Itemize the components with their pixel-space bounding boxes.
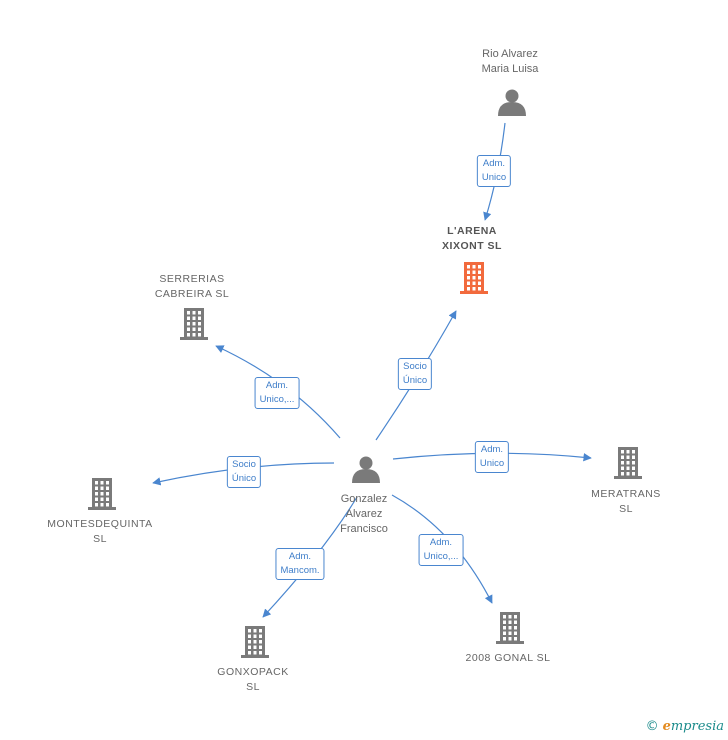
node-label-line: MERATRANS bbox=[591, 488, 661, 500]
node-label-gonxopack[interactable]: GONXOPACK SL bbox=[217, 665, 288, 695]
edge-label-line: Adm. bbox=[288, 551, 312, 562]
footer-brand[interactable]: ©empresia bbox=[646, 719, 724, 734]
node-label-gonal[interactable]: 2008 GONAL SL bbox=[466, 651, 551, 666]
edge-label-line: Único bbox=[402, 375, 428, 386]
node-label-line: Rio Alvarez bbox=[482, 48, 538, 60]
edge-label-gonal[interactable]: Adm. Unico,... bbox=[418, 534, 464, 566]
edge-label-line: Unico,... bbox=[259, 394, 295, 405]
edge-label-line: Adm. bbox=[480, 444, 504, 455]
node-label-larena[interactable]: L'ARENA XIXONT SL bbox=[442, 224, 502, 254]
edge-label-line: Adm. bbox=[429, 537, 453, 548]
brand-name: mpresia bbox=[670, 719, 724, 734]
node-label-line: L'ARENA bbox=[447, 225, 497, 237]
building-icon-larena[interactable] bbox=[460, 262, 488, 294]
edge-label-meratrans[interactable]: Adm. Unico bbox=[474, 441, 510, 473]
node-label-line: CABREIRA SL bbox=[154, 288, 230, 300]
building-icon-serrerias[interactable] bbox=[180, 308, 208, 340]
edge-label-line: Socio bbox=[403, 361, 427, 372]
edge-label-larena[interactable]: Adm. Unico bbox=[476, 155, 512, 187]
edge-label-line: Unico,... bbox=[423, 551, 459, 562]
node-label-line: SERRERIAS bbox=[159, 273, 225, 285]
node-label-meratrans[interactable]: MERATRANS SL bbox=[591, 487, 661, 517]
node-label-line: Francisco bbox=[340, 523, 388, 535]
node-label-line: Gonzalez bbox=[340, 493, 388, 505]
brand-e: e bbox=[662, 719, 671, 734]
node-label-line: SL bbox=[619, 503, 633, 515]
edge-label-line: Adm. bbox=[482, 158, 506, 169]
edge-label-line: Único bbox=[231, 473, 257, 484]
edge-label-line: Adm. bbox=[265, 380, 289, 391]
node-label-line: XIXONT SL bbox=[442, 240, 502, 252]
copyright-symbol: © bbox=[645, 719, 659, 734]
edge-label-line: Mancom. bbox=[280, 565, 320, 576]
node-label-line: GONXOPACK bbox=[217, 666, 289, 678]
building-icon-montes[interactable] bbox=[88, 478, 116, 510]
building-icon-gonxopack[interactable] bbox=[241, 626, 269, 658]
node-label-montes[interactable]: MONTESDEQUINTA SL bbox=[47, 517, 152, 547]
edge-label-line: Socio bbox=[232, 459, 256, 470]
edge-label-line: Unico bbox=[479, 458, 505, 469]
edge-label-gonxopack[interactable]: Adm. Mancom. bbox=[275, 548, 325, 580]
node-label-serrerias[interactable]: SERRERIAS CABREIRA SL bbox=[155, 272, 229, 302]
building-icon-gonal[interactable] bbox=[496, 612, 524, 644]
person-icon-gonzalez[interactable] bbox=[352, 456, 380, 484]
node-label-line: SL bbox=[246, 681, 260, 693]
person-icon-rio[interactable] bbox=[498, 89, 526, 117]
node-label-line: MONTESDEQUINTA bbox=[47, 518, 153, 530]
node-label-line: Maria Luisa bbox=[481, 63, 539, 75]
edge-label-line: Unico bbox=[481, 172, 507, 183]
node-label-line: SL bbox=[93, 533, 107, 545]
node-label-line: 2008 GONAL SL bbox=[465, 652, 551, 664]
edge-label-serrerias[interactable]: Adm. Unico,... bbox=[254, 377, 300, 409]
building-icon-meratrans[interactable] bbox=[614, 447, 642, 479]
node-label-line: Alvarez bbox=[345, 508, 383, 520]
